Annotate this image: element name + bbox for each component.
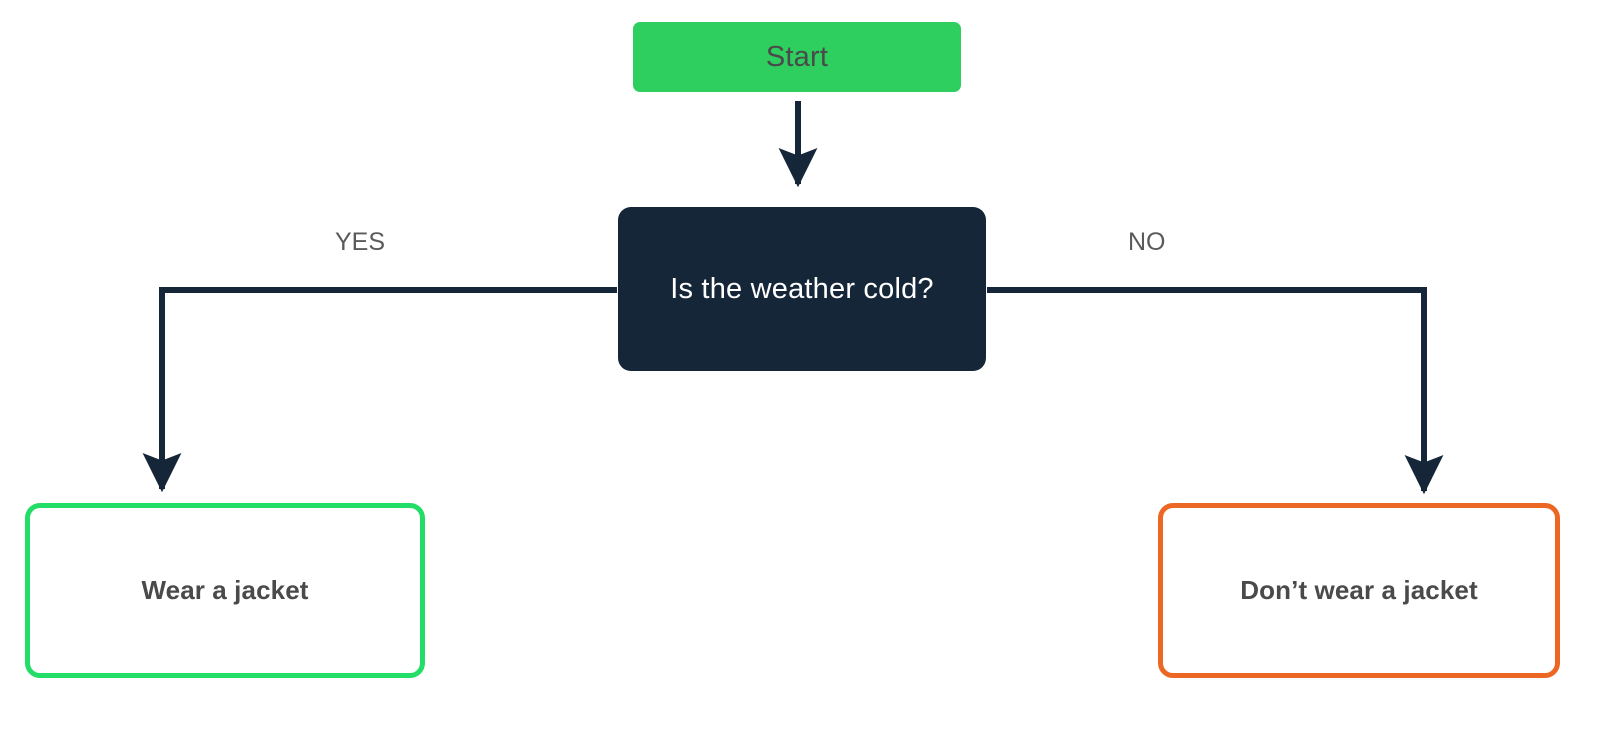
edge-decision-to-yes [142,287,617,493]
node-decision-weather-cold[interactable]: Is the weather cold? [618,207,986,371]
edge-label-no: NO [1128,228,1166,256]
node-decision-label: Is the weather cold? [670,272,934,305]
edge-decision-to-no [987,287,1444,495]
node-start[interactable]: Start [633,22,961,92]
node-outcome-yes-label: Wear a jacket [141,575,309,605]
edge-label-yes: YES [335,228,386,256]
node-outcome-no-label: Don’t wear a jacket [1240,575,1478,605]
node-start-label: Start [765,40,829,73]
node-outcome-wear-a-jacket[interactable]: Wear a jacket [25,503,425,678]
node-outcome-dont-wear-a-jacket[interactable]: Don’t wear a jacket [1158,503,1560,678]
